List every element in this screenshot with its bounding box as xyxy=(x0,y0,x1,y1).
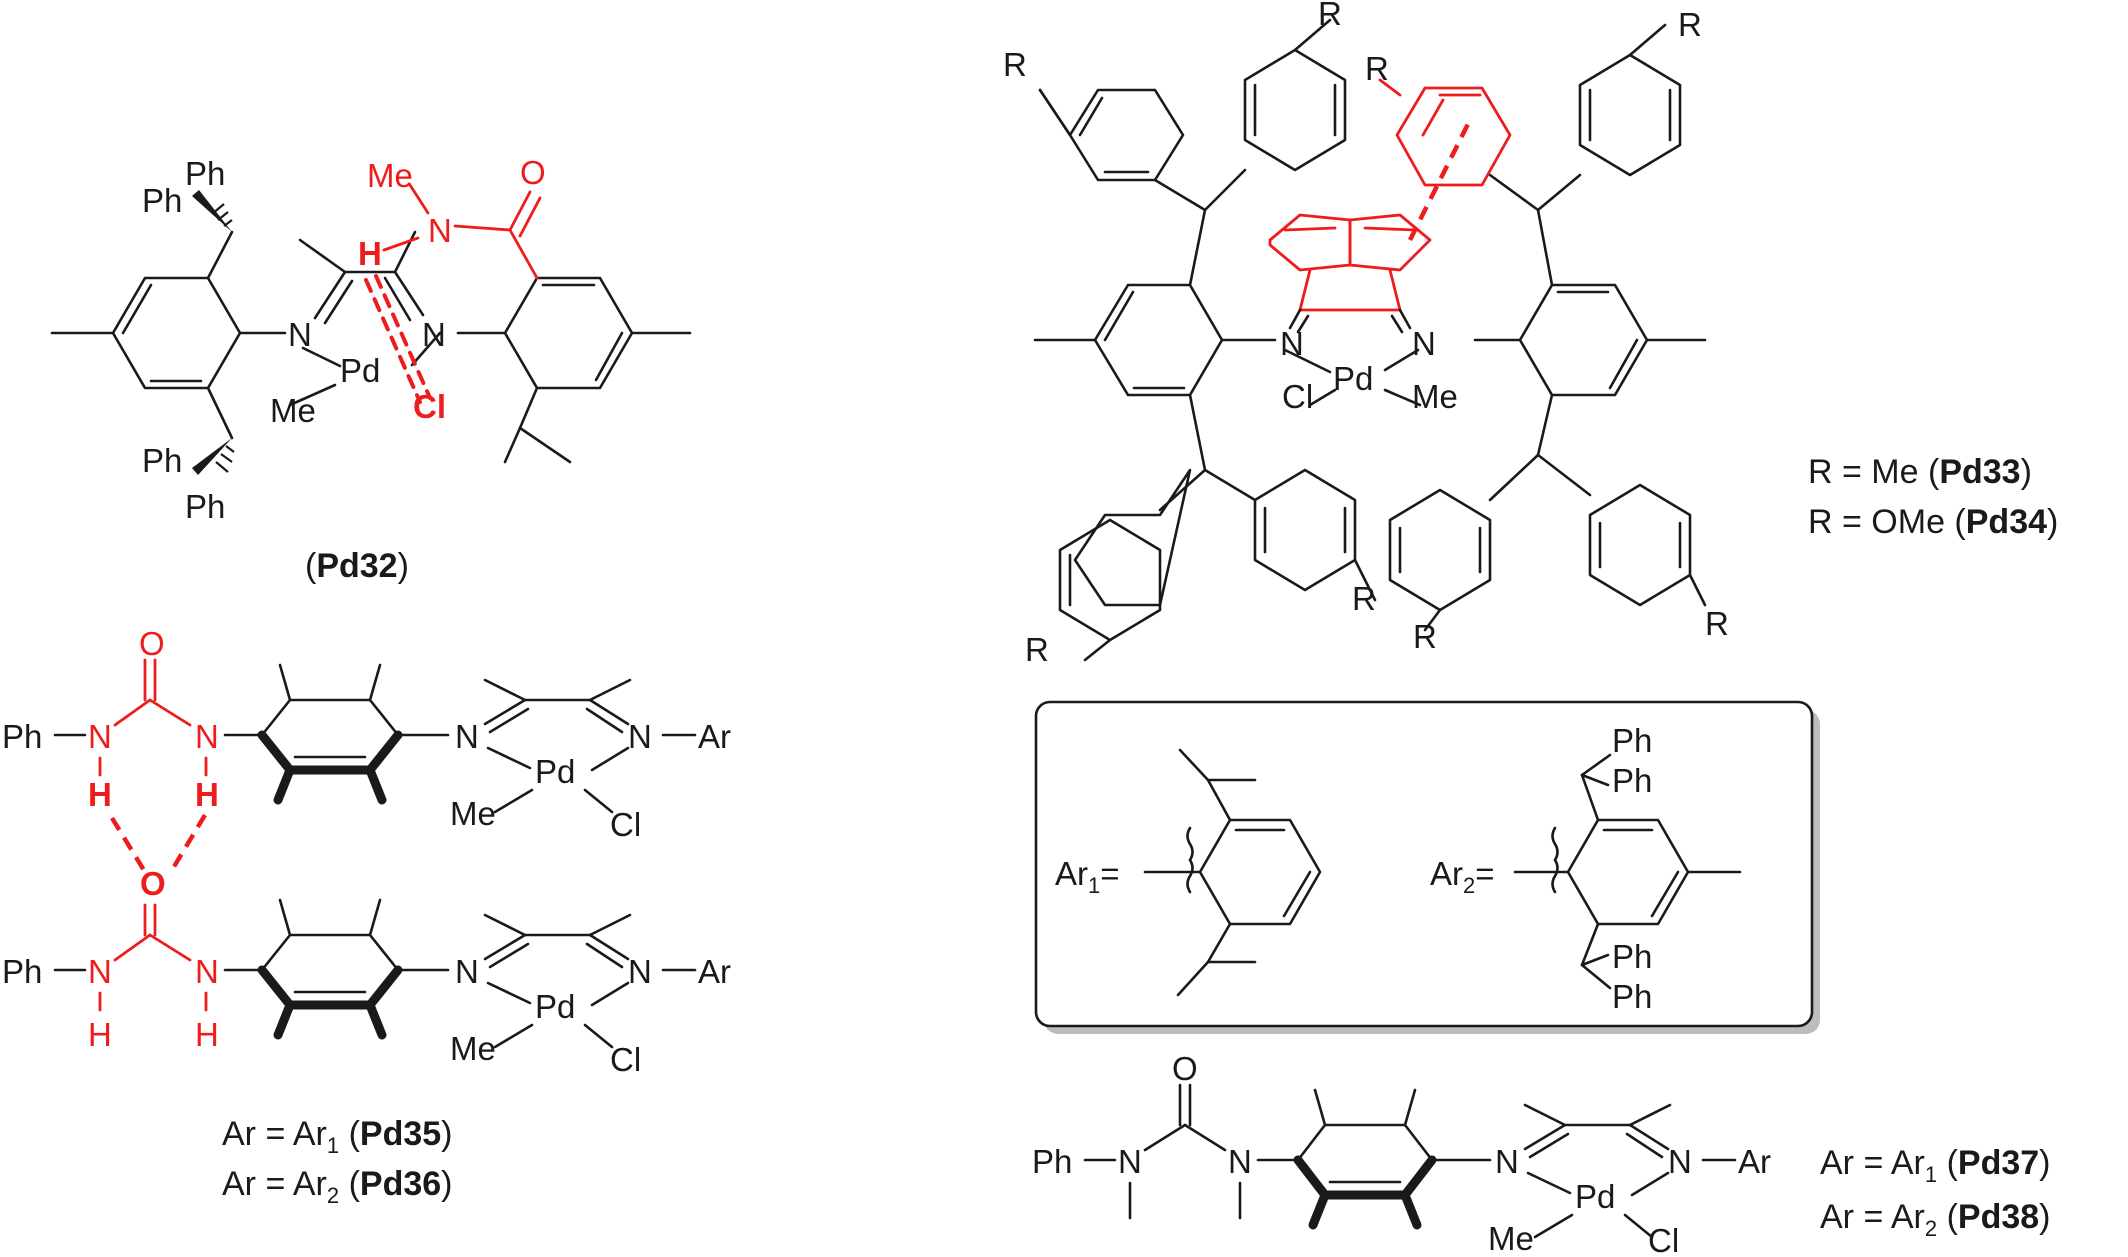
pd33-r-8: R xyxy=(1705,605,1729,642)
pd35-urea-n1: N xyxy=(88,718,112,755)
pd32-cl: Cl xyxy=(413,388,446,425)
pd37-n2: N xyxy=(1228,1143,1252,1180)
caption-pd32: (Pd32) xyxy=(305,547,409,585)
pd32-nme: Me xyxy=(367,157,413,194)
ar2-ph-4: Ph xyxy=(1612,978,1652,1015)
pd33-r-1: R xyxy=(1003,46,1027,83)
pd32-amide-o: O xyxy=(520,154,546,191)
caption-pd33: R = Me (Pd33) xyxy=(1808,453,2032,491)
pd35-h1: H xyxy=(88,776,112,813)
pd35-bottom-pd: Pd xyxy=(535,988,575,1025)
pd33-me: Me xyxy=(1412,378,1458,415)
caption-pd36: Ar = Ar2 (Pd36) xyxy=(222,1165,453,1208)
pd32-ph-1: Ph xyxy=(185,155,225,192)
structure-pd37-pd38: Ph N O N N N Ar Pd xyxy=(1032,1050,2051,1257)
pd35-bottom-ph: Ph xyxy=(2,953,42,990)
pd32-n-right: N xyxy=(422,316,446,353)
pd37-n1: N xyxy=(1118,1143,1142,1180)
caption-pd37: Ar = Ar1 (Pd37) xyxy=(1820,1144,2051,1187)
pd35-pd: Pd xyxy=(535,753,575,790)
pd37-pd: Pd xyxy=(1575,1178,1615,1215)
pd37-ph: Ph xyxy=(1032,1143,1072,1180)
pd37-n-right: N xyxy=(1668,1143,1692,1180)
pd35-cl: Cl xyxy=(610,806,641,843)
pd37-o: O xyxy=(1172,1050,1198,1087)
caption-pd34: R = OMe (Pd34) xyxy=(1808,503,2058,541)
ar2-ph-2: Ph xyxy=(1612,762,1652,799)
aryl-legend-box: Ar1= Ar2= Ph Ph Ph Ph xyxy=(1034,700,1820,1034)
pd37-ar: Ar xyxy=(1738,1143,1771,1180)
pd33-r-6: R xyxy=(1352,580,1376,617)
pd35-bottom-n-left: N xyxy=(455,953,479,990)
pd32-ph-2: Ph xyxy=(142,182,182,219)
pd32-amide-n: N xyxy=(428,212,452,249)
ar2-label: Ar2= xyxy=(1430,855,1495,898)
structure-pd33-pd34: N N Pd Cl Me R R R R R R R R R = Me (Pd3… xyxy=(1003,0,2058,668)
pd33-r-7: R xyxy=(1413,618,1437,655)
pd33-r-2: R xyxy=(1318,0,1342,32)
pd35-bottom-n2: N xyxy=(195,953,219,990)
pd33-r-3: R xyxy=(1365,50,1389,87)
pd33-n-right: N xyxy=(1412,325,1436,362)
pd35-bottom-cl: Cl xyxy=(610,1041,641,1078)
pd37-n-left: N xyxy=(1495,1143,1519,1180)
pd35-bottom-h1: H xyxy=(88,1016,112,1053)
pd35-urea-n2: N xyxy=(195,718,219,755)
pd33-r-5: R xyxy=(1025,631,1049,668)
pd32-ph-3: Ph xyxy=(142,442,182,479)
pd33-cl: Cl xyxy=(1282,378,1313,415)
pd33-pd: Pd xyxy=(1333,360,1373,397)
pd33-r-4: R xyxy=(1678,6,1702,43)
pd35-bottom-h2: H xyxy=(195,1016,219,1053)
structure-pd32: Ph Ph Ph Ph N N Pd Me Cl Me N O H (Pd32) xyxy=(50,154,692,585)
pd35-ar: Ar xyxy=(698,718,731,755)
pd37-me: Me xyxy=(1488,1220,1534,1257)
pd32-pd: Pd xyxy=(340,352,380,389)
pd35-bottom-n1: N xyxy=(88,953,112,990)
pd35-bottom-ar: Ar xyxy=(698,953,731,990)
ar2-ph-3: Ph xyxy=(1612,938,1652,975)
ar1-label: Ar1= xyxy=(1055,855,1120,898)
structure-pd35-dimer-top: Ph N N O H H N N xyxy=(2,625,731,874)
pd33-n-left: N xyxy=(1280,325,1304,362)
ar2-ph-1: Ph xyxy=(1612,722,1652,759)
pd35-n-right: N xyxy=(628,718,652,755)
caption-pd38: Ar = Ar2 (Pd38) xyxy=(1820,1198,2051,1241)
pd35-bottom-urea-o: O xyxy=(140,865,166,902)
pd35-h2: H xyxy=(195,776,219,813)
pd35-ph: Ph xyxy=(2,718,42,755)
caption-pd35: Ar = Ar1 (Pd35) xyxy=(222,1115,453,1158)
pd35-bottom-n-right: N xyxy=(628,953,652,990)
pd35-urea-o: O xyxy=(139,625,165,662)
pd32-me: Me xyxy=(270,392,316,429)
pd35-n-left: N xyxy=(455,718,479,755)
pd35-me: Me xyxy=(450,795,496,832)
pd35-bottom-me: Me xyxy=(450,1030,496,1067)
pd37-cl: Cl xyxy=(1648,1222,1679,1257)
pd32-n-left: N xyxy=(288,316,312,353)
pd32-ph-4: Ph xyxy=(185,488,225,525)
structure-pd35-dimer-bottom: O Ph N N H H N N Ar xyxy=(2,865,731,1208)
pd32-h: H xyxy=(358,235,382,272)
